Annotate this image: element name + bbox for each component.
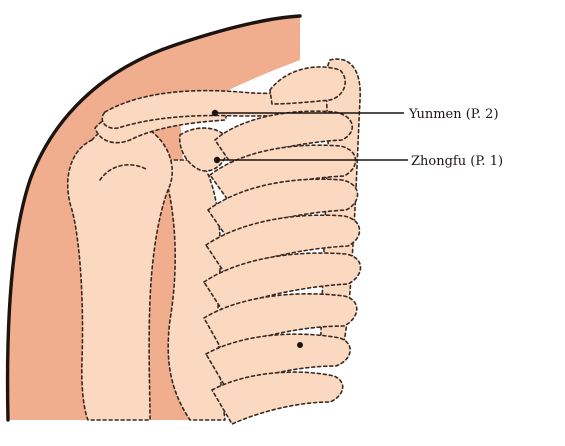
rib-1 bbox=[270, 67, 345, 104]
rib-mark bbox=[297, 342, 303, 348]
zhongfu-point bbox=[214, 157, 220, 163]
yunmen-label: Yunmen (P. 2) bbox=[408, 107, 499, 122]
zhongfu-label: Zhongfu (P. 1) bbox=[411, 154, 503, 169]
yunmen-point bbox=[212, 110, 218, 116]
ribs bbox=[204, 67, 361, 424]
